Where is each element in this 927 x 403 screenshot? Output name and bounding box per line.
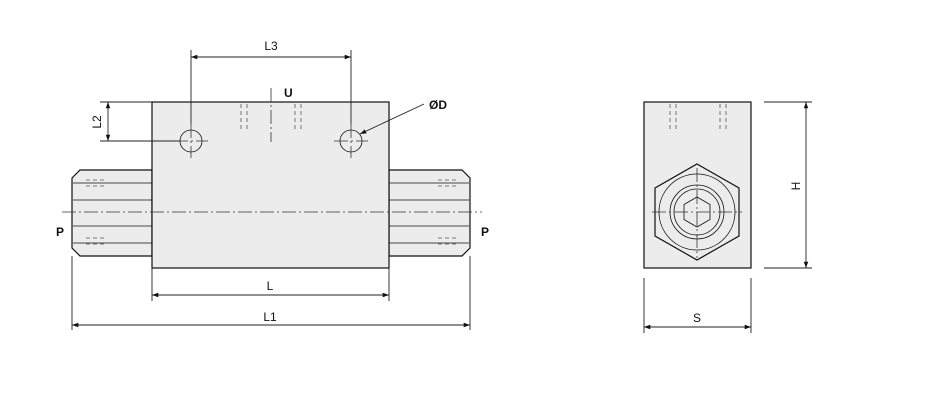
side-hidden-lines [669,104,727,132]
hidden-port-lines [240,104,302,132]
label-h: H [789,182,803,191]
dimension-l2: L2 [90,101,180,142]
right-hex-fitting [388,169,471,257]
dimension-s: S [643,278,752,333]
port-hex-nut [652,163,742,261]
dimension-l3: L3 [190,39,352,124]
label-l1: L1 [263,310,277,324]
dimension-od: ØD [359,98,447,135]
left-hex-fitting [71,169,153,257]
label-l: L [267,279,274,293]
dimension-h: H [764,101,812,269]
label-u: U [284,86,293,100]
dimension-l1: L1 [71,256,471,330]
valve-body [151,101,390,269]
dimension-l: L [151,268,390,301]
label-l2: L2 [90,115,104,129]
label-l3: L3 [264,39,278,53]
side-view [643,101,752,269]
front-view [62,88,482,269]
label-p-left: P [56,225,64,239]
label-s: S [693,311,701,325]
mounting-hole-right [334,124,368,158]
label-p-right: P [481,225,489,239]
label-od: ØD [429,98,447,112]
